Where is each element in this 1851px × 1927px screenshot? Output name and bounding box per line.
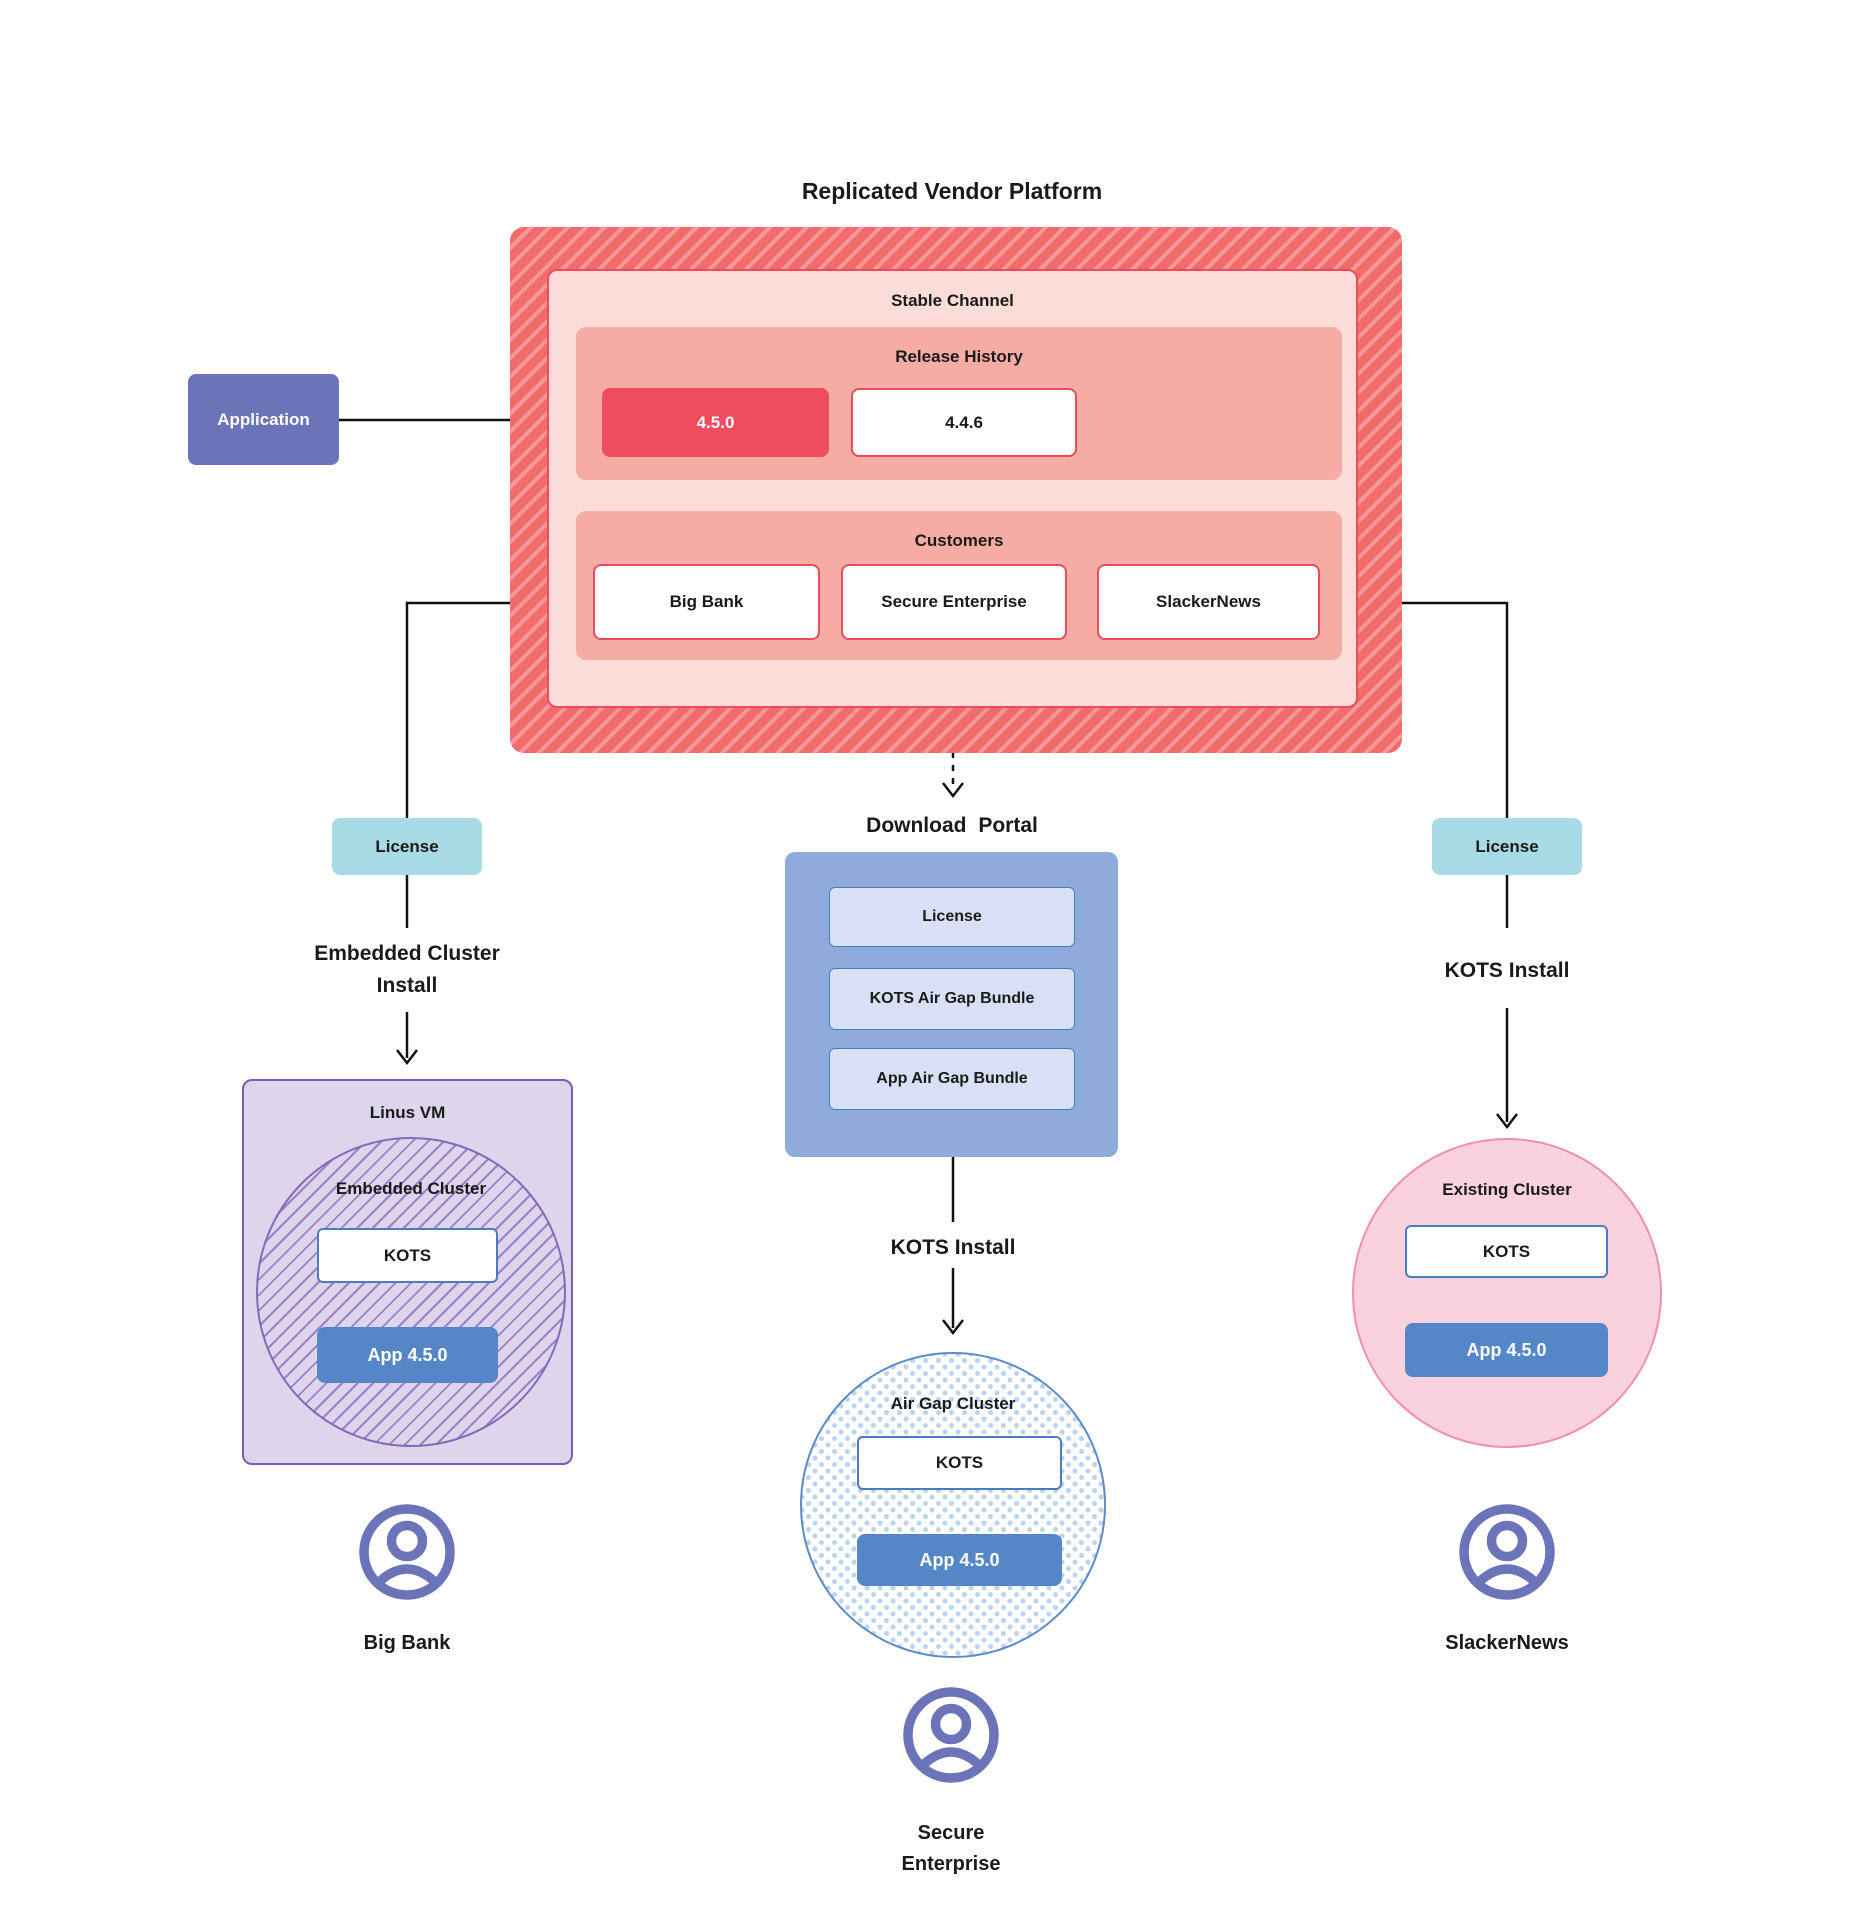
license-chip-right: License [1432,818,1582,875]
user-name-big-bank: Big Bank [363,1632,451,1654]
customer-box-secure-enterprise: Secure Enterprise [841,564,1067,640]
license-chip-left: License [332,818,482,875]
kots-install-label-middle: KOTS Install [890,1236,1016,1259]
linus-vm-label: Linus VM [369,1103,446,1122]
release-box-previous: 4.4.6 [851,388,1077,457]
existing-cluster-label: Existing Cluster [1442,1180,1572,1199]
application-box: Application [188,374,339,465]
release-history-label: Release History [895,347,1023,366]
app-box-middle: App 4.5.0 [857,1534,1062,1586]
embedded-cluster-circle: Embedded Cluster [256,1137,566,1447]
air-gap-cluster-label: Air Gap Cluster [890,1394,1016,1413]
portal-item-kots-airgap-bundle: KOTS Air Gap Bundle [829,968,1075,1030]
existing-cluster-circle: Existing Cluster [1352,1138,1662,1448]
kots-install-label-right: KOTS Install [1444,959,1570,982]
user-icon-secure-enterprise [903,1687,999,1783]
customers-label: Customers [914,531,1004,550]
portal-item-license: License [829,887,1075,947]
portal-item-app-airgap-bundle: App Air Gap Bundle [829,1048,1075,1110]
embedded-cluster-install-label: Embedded Cluster Install [314,942,500,997]
release-box-current: 4.5.0 [602,388,829,457]
arrowhead-mid-kots-install [942,1319,964,1336]
kots-box-left: KOTS [317,1228,498,1283]
user-icon-big-bank [359,1504,455,1600]
air-gap-cluster-circle: Air Gap Cluster [800,1352,1106,1658]
kots-box-right: KOTS [1405,1225,1608,1278]
user-name-secure-enterprise: Secure Enterprise [901,1822,1001,1875]
arrowhead-embedded-install [396,1049,418,1066]
app-box-left: App 4.5.0 [317,1327,498,1383]
user-icon-slackernews [1459,1504,1555,1600]
download-portal-label: Download Portal [866,814,1038,837]
arrowhead-right-kots-install [1496,1113,1518,1130]
kots-box-middle: KOTS [857,1436,1062,1490]
stable-channel-label: Stable Channel [891,291,1014,310]
customer-box-big-bank: Big Bank [593,564,820,640]
embedded-cluster-label: Embedded Cluster [335,1179,487,1198]
customer-box-slackernews: SlackerNews [1097,564,1320,640]
arrowhead-secure-to-portal [942,782,964,799]
user-name-slackernews: SlackerNews [1445,1632,1569,1654]
app-box-right: App 4.5.0 [1405,1323,1608,1377]
page-title: Replicated Vendor Platform [801,178,1103,204]
